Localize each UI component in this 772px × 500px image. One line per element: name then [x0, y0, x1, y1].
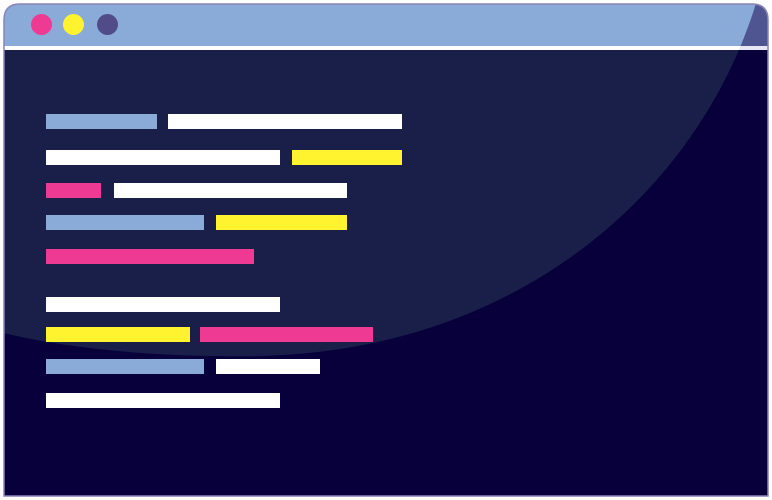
code-token-pink	[46, 249, 254, 264]
code-token-white	[216, 359, 320, 374]
maximize-dot-icon[interactable]	[97, 14, 118, 35]
titlebar-divider-highlight	[4, 46, 757, 50]
code-token-yellow	[46, 327, 190, 342]
minimize-dot-icon[interactable]	[63, 14, 84, 35]
code-token-blue	[46, 215, 204, 230]
code-token-white	[46, 393, 280, 408]
code-token-pink	[200, 327, 373, 342]
code-token-blue	[46, 359, 204, 374]
code-token-white	[46, 297, 280, 312]
code-token-yellow	[216, 215, 347, 230]
code-token-white	[46, 150, 280, 165]
window-border	[3, 3, 769, 497]
code-token-white	[168, 114, 402, 129]
code-token-white	[114, 183, 347, 198]
code-token-blue	[46, 114, 157, 129]
close-dot-icon[interactable]	[31, 14, 52, 35]
titlebar-highlight	[4, 4, 757, 46]
code-token-pink	[46, 183, 101, 198]
code-token-yellow	[292, 150, 402, 165]
